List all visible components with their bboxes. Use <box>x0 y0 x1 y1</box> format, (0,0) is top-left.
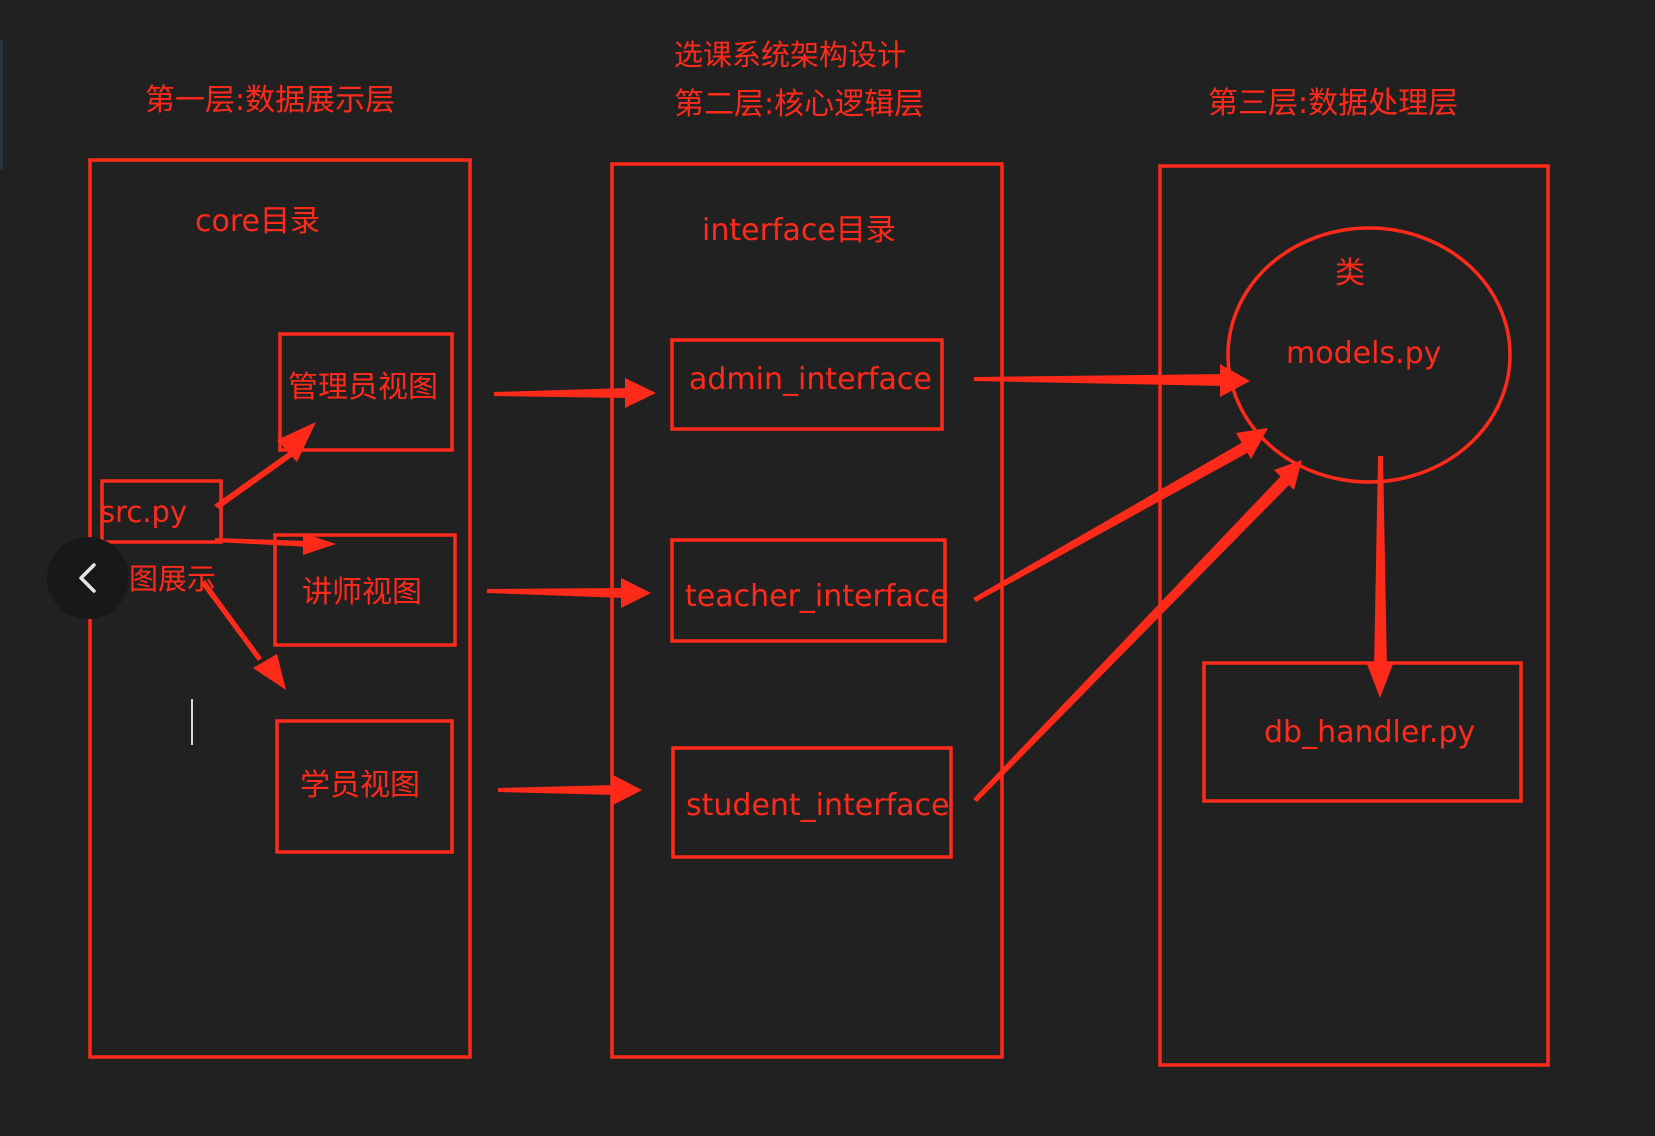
arrow-student-view-to-interface <box>498 785 616 795</box>
arrowhead-teacher-interface-to-models <box>1236 428 1268 459</box>
src-label: src.py <box>100 495 188 529</box>
teacher-view-label: 讲师视图 <box>302 575 422 610</box>
student-interface-box <box>671 746 953 859</box>
arrow-student-interface-to-models <box>973 476 1290 802</box>
arrowhead-admin-interface-to-models <box>1220 364 1250 397</box>
layer2-heading: 第二层:核心逻辑层 <box>674 87 925 122</box>
arrow-admin-interface-to-models <box>974 374 1225 386</box>
db-handler-box <box>1202 661 1523 803</box>
layer2-container <box>610 162 1004 1059</box>
admin-interface-label: admin_interface <box>689 362 932 397</box>
db-handler-label: db_handler.py <box>1264 715 1476 750</box>
arrow-models-to-db-handler <box>1374 456 1387 670</box>
teacher-view-box <box>273 533 457 647</box>
models-class-ellipse <box>1226 226 1512 484</box>
arrow-display-to-student-view <box>201 580 262 661</box>
student-view-box <box>275 719 454 854</box>
chevron-left-icon <box>79 563 96 593</box>
teacher-interface-label: teacher_interface <box>685 579 949 614</box>
layer3-heading: 第三层:数据处理层 <box>1208 86 1459 121</box>
interface-directory-label: interface目录 <box>702 213 896 248</box>
arrow-teacher-view-to-interface <box>487 588 624 598</box>
models-label: models.py <box>1286 336 1442 371</box>
teacher-interface-box <box>670 538 947 643</box>
arrowhead-teacher-view-to-interface <box>621 578 651 608</box>
arrow-src-to-teacher-view <box>215 538 310 547</box>
arrowhead-src-to-admin-view <box>277 422 316 462</box>
admin-interface-box <box>670 338 944 431</box>
previous-nav-button[interactable] <box>47 537 129 619</box>
admin-view-box <box>278 332 454 452</box>
arrowhead-models-to-db-handler <box>1367 664 1393 698</box>
core-directory-label: core目录 <box>195 204 320 239</box>
student-view-label: 学员视图 <box>300 768 420 803</box>
admin-view-label: 管理员视图 <box>288 370 438 405</box>
arrowhead-display-to-student-view <box>253 654 286 690</box>
arrow-src-to-admin-view <box>214 449 296 509</box>
class-label: 类 <box>1335 256 1365 291</box>
arrowhead-admin-view-to-interface <box>625 378 656 408</box>
text-cursor <box>191 699 193 745</box>
arrow-admin-view-to-interface <box>494 388 628 398</box>
layer1-heading: 第一层:数据展示层 <box>145 83 396 118</box>
layer3-container <box>1158 164 1550 1067</box>
window-edge <box>0 40 3 170</box>
diagram-title: 选课系统架构设计 <box>674 38 907 72</box>
arrowhead-src-to-teacher-view <box>303 533 336 555</box>
arrowhead-student-interface-to-models <box>1274 460 1302 490</box>
src-box <box>100 479 223 544</box>
arrowhead-student-view-to-interface <box>613 775 642 805</box>
arrow-teacher-interface-to-models <box>973 442 1249 602</box>
student-interface-label: student_interface <box>686 788 950 823</box>
